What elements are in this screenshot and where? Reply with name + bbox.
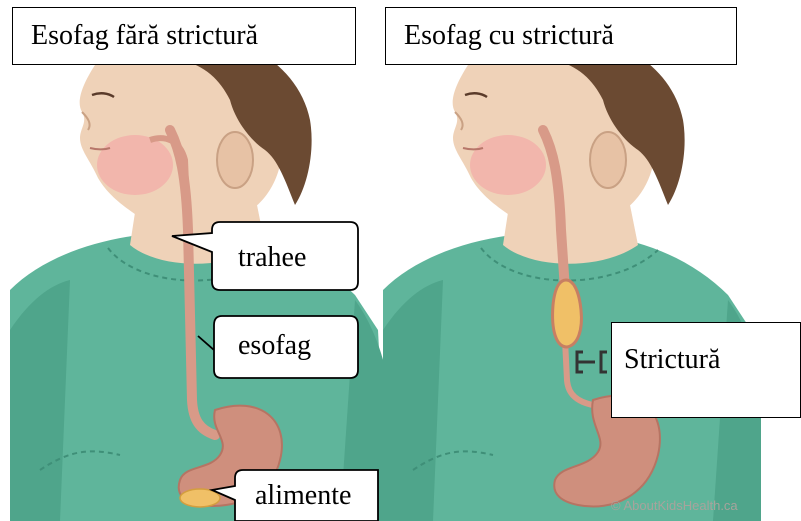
label-stricture: Strictură <box>624 344 720 376</box>
stricture-bracket <box>577 352 607 372</box>
watermark-text: © AboutKidsHealth.ca <box>611 498 738 513</box>
label-food: alimente <box>255 480 351 512</box>
label-trachea: trahee <box>238 242 306 274</box>
label-esophagus: esofag <box>238 330 311 362</box>
